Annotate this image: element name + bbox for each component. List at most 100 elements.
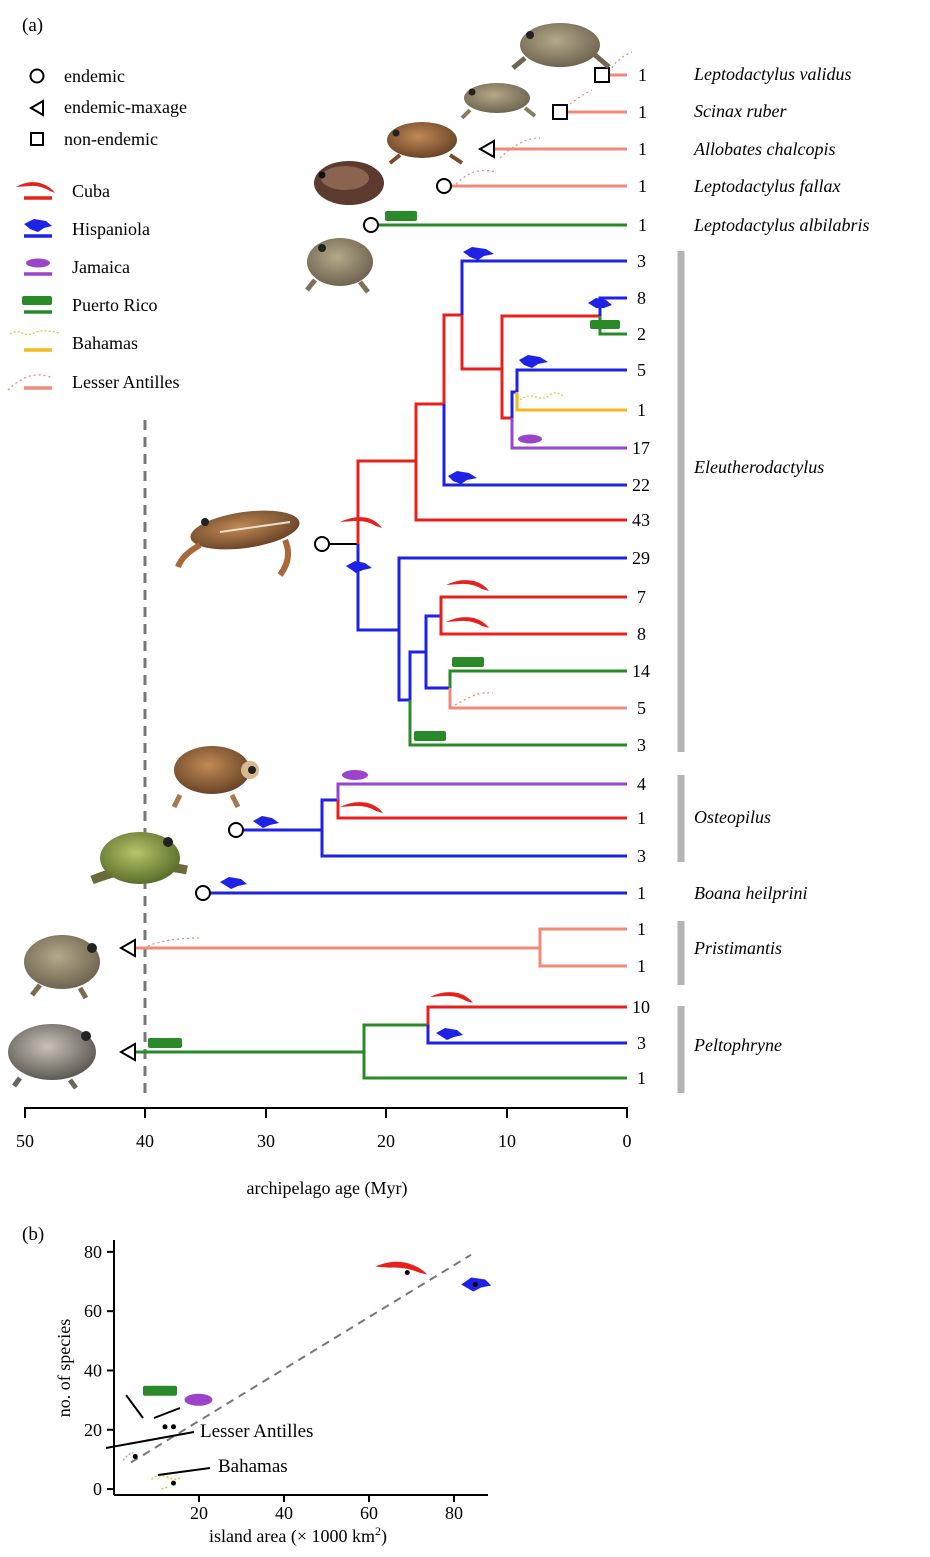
- clade-label: Boana heilprini: [694, 883, 808, 903]
- clade-label: Eleutherodactylus: [693, 457, 824, 477]
- clade-label: Osteopilus: [694, 807, 771, 827]
- tip-count: 29: [632, 548, 650, 568]
- tip-count: 1: [637, 919, 646, 939]
- scatter-point-cuba: [375, 1262, 427, 1275]
- eleutherodactylus-clade: [330, 261, 627, 745]
- endemic-marker: [437, 179, 451, 193]
- x-tick-label: 10: [498, 1131, 516, 1151]
- endemic-marker: [229, 823, 243, 837]
- cuba-map-icon: [340, 802, 383, 813]
- tip-count: 3: [637, 251, 646, 271]
- cuba-map-icon: [446, 617, 489, 628]
- hispaniola-map-icon: [448, 471, 477, 484]
- non-endemic-marker: [595, 68, 609, 82]
- legend-lesser-antilles-label: Lesser Antilles: [72, 372, 179, 392]
- endemic-marker: [315, 537, 329, 551]
- peltophryne-clade: [136, 1007, 627, 1078]
- branch-island-icons: [148, 52, 632, 1048]
- clade-label: Peltophryne: [693, 1035, 782, 1055]
- legend-endemic-label: endemic: [64, 66, 125, 86]
- hispaniola-map-icon: [463, 247, 494, 260]
- x-tick-label: 30: [257, 1131, 275, 1151]
- tip-counts: 1 1 1 1 1 3 8 2 5 1 17 22 43 29 7 8 14 5…: [632, 65, 650, 1088]
- scatter-point-bahamas: [152, 1476, 182, 1490]
- hispaniola-map-icon: [24, 219, 52, 232]
- tip-count: 4: [637, 774, 646, 794]
- scinax-ruber-photo: [462, 83, 535, 118]
- y-tick-label: 20: [84, 1420, 102, 1440]
- allobates-chalcopis-photo: [387, 122, 462, 163]
- cuba-map-icon: [340, 517, 382, 528]
- lesser-antilles-map-icon: [455, 693, 493, 705]
- clade-label: Leptodactylus albilabris: [693, 215, 870, 235]
- x-tick-label: 0: [623, 1131, 632, 1151]
- tip-count: 1: [638, 176, 647, 196]
- annotation-lines: [106, 1395, 210, 1475]
- endemic-maxage-marker: [121, 940, 135, 956]
- cuba-map-icon: [16, 182, 55, 193]
- clade-label: Leptodactylus fallax: [693, 176, 840, 196]
- clade-label: Scinax ruber: [694, 101, 787, 121]
- x-tick-label: 80: [445, 1503, 463, 1523]
- non-endemic-legend-icon: [31, 133, 43, 145]
- tip-count: 1: [638, 102, 647, 122]
- lesser-antilles-annotation: Lesser Antilles: [200, 1421, 313, 1442]
- tip-count: 8: [637, 288, 646, 308]
- x-tick-label: 50: [16, 1131, 34, 1151]
- leptodactylus-albilabris-photo: [307, 238, 373, 292]
- tip-count: 1: [638, 215, 647, 235]
- puertorico-map-icon: [590, 320, 620, 329]
- clade-labels: Leptodactylus validus Scinax ruber Allob…: [693, 64, 870, 1055]
- tip-count: 7: [637, 587, 646, 607]
- tip-count: 1: [637, 400, 646, 420]
- x-tick-label: 20: [377, 1131, 395, 1151]
- tip-count: 1: [637, 956, 646, 976]
- y-tick-label: 80: [84, 1242, 102, 1262]
- panel-b-label: (b): [22, 1224, 44, 1245]
- legend-cuba-label: Cuba: [72, 181, 110, 201]
- tip-count: 1: [637, 808, 646, 828]
- jamaica-map-icon: [518, 435, 542, 444]
- scatter-point-hispaniola: [461, 1277, 491, 1291]
- tip-count: 1: [638, 65, 647, 85]
- leptodactylus-validus-photo: [513, 23, 609, 68]
- endemic-maxage-marker: [480, 141, 494, 157]
- puertorico-map-icon: [148, 1038, 182, 1048]
- leptodactylus-fallax-photo: [314, 161, 384, 205]
- puertorico-map-icon: [414, 731, 446, 741]
- clade-label: Leptodactylus validus: [693, 64, 851, 84]
- marker-legend: endemic endemic-maxage non-endemic: [31, 66, 187, 149]
- lesser-antilles-map-icon: [456, 171, 496, 185]
- legend-hispaniola-label: Hispaniola: [72, 219, 150, 239]
- bahamas-map-icon: [10, 331, 60, 335]
- island-legend: Cuba Hispaniola Jamaica Puerto Rico Baha…: [8, 181, 179, 392]
- x-tick-label: 60: [360, 1503, 378, 1523]
- x-axis-label: archipelago age (Myr): [247, 1178, 408, 1199]
- clade-label: Pristimantis: [693, 938, 782, 958]
- eleutherodactylus-photo: [178, 505, 302, 575]
- hispaniola-map-icon: [519, 355, 548, 368]
- puertorico-map-icon: [22, 296, 52, 305]
- lesser-antilles-map-icon: [612, 52, 632, 68]
- tip-count: 5: [637, 698, 646, 718]
- endemic-marker: [364, 218, 378, 232]
- non-endemic-marker: [553, 105, 567, 119]
- boana-heilprini-photo: [92, 832, 187, 884]
- endemic-marker: [196, 886, 210, 900]
- scatter-point-puerto-rico: [143, 1386, 177, 1430]
- bahamas-map-icon: [520, 393, 564, 400]
- hispaniola-map-icon: [346, 561, 372, 573]
- endemic-maxage-marker: [121, 1044, 135, 1060]
- hispaniola-map-icon: [220, 877, 247, 889]
- tip-count: 3: [637, 846, 646, 866]
- endemic-legend-icon: [31, 70, 44, 83]
- pristimantis-photo: [24, 935, 100, 998]
- bahamas-annotation: Bahamas: [218, 1456, 288, 1477]
- lesser-antilles-map-icon: [148, 938, 200, 946]
- tip-count: 1: [638, 139, 647, 159]
- tree: [136, 75, 627, 1078]
- age-axis: 50 40 30 20 10 0 archipelago age (Myr): [16, 1108, 632, 1199]
- puertorico-map-icon: [452, 657, 484, 667]
- y-tick-label: 40: [84, 1360, 102, 1380]
